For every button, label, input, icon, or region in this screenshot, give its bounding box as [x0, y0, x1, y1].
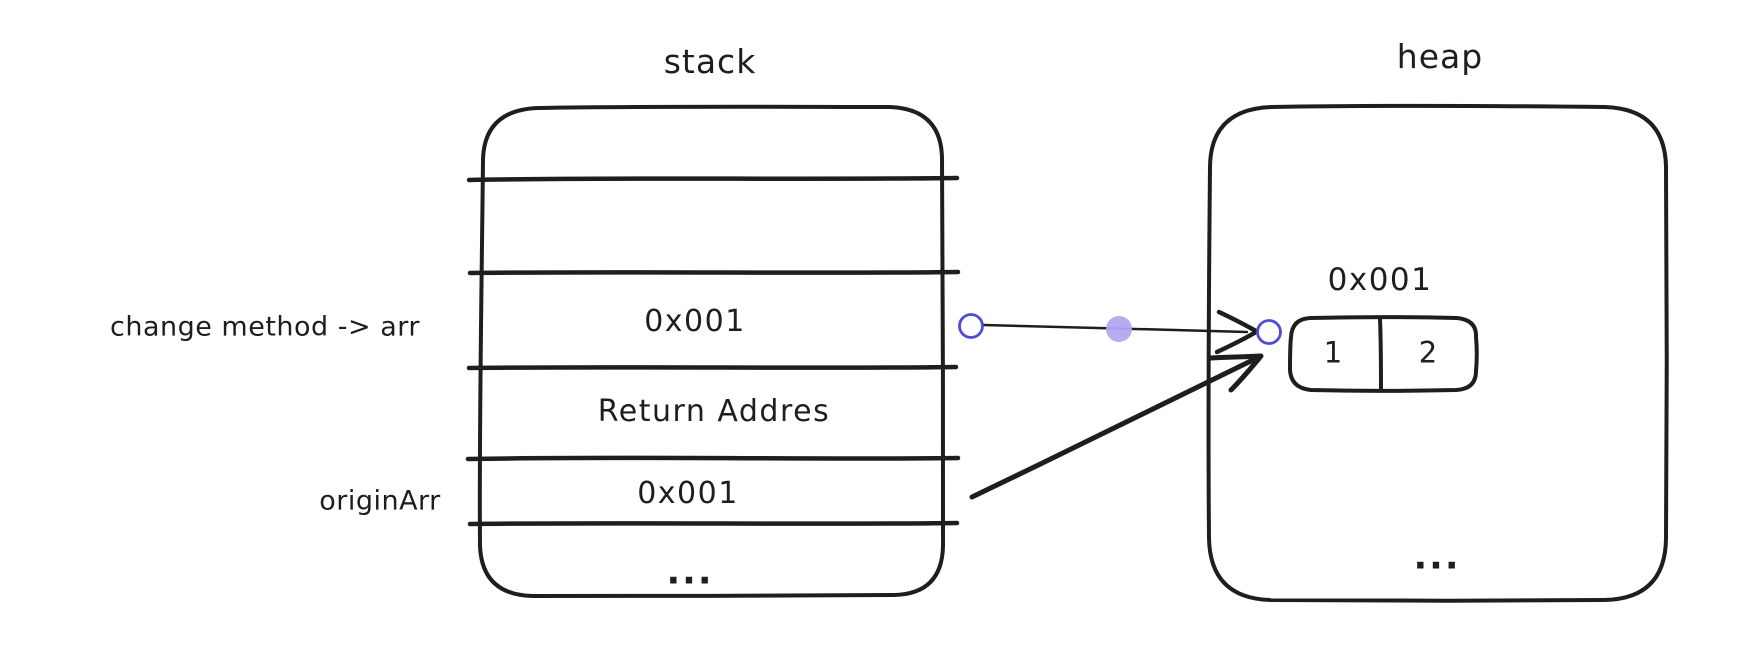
pointer-arrow-arr-head[interactable] [1214, 329, 1259, 355]
heap-ellipsis: ... [1413, 536, 1461, 578]
label-change-method-arr: change method -> arr [109, 311, 421, 343]
stack-row-originarr-value: 0x001 [637, 475, 739, 511]
stack-title: stack [663, 42, 757, 82]
stack-divider[interactable] [467, 269, 961, 276]
array-box[interactable] [1288, 315, 1479, 393]
pointer-arrow-arr-head[interactable] [1216, 309, 1259, 334]
heap-array-address: 0x001 [1327, 262, 1433, 299]
pointer-arrow-origin-head[interactable] [1228, 353, 1264, 393]
heap-frame[interactable] [1206, 103, 1669, 603]
heap-array-cell-1: 1 [1323, 335, 1343, 370]
binding-point-end[interactable] [1256, 319, 1282, 345]
midpoint-handle[interactable] [1106, 316, 1132, 342]
stack-row-return-address: Return Addres [597, 393, 831, 429]
stack-divider[interactable] [466, 175, 960, 183]
stack-divider[interactable] [467, 520, 960, 527]
heap-title: heap [1396, 37, 1484, 77]
label-origin-arr: originArr [319, 485, 441, 517]
stack-row-arr-value: 0x001 [644, 303, 746, 339]
heap-array-cell-2: 2 [1418, 335, 1438, 370]
pointer-arrow-origin[interactable] [969, 354, 1262, 500]
stack-frame[interactable] [477, 104, 945, 598]
array-divider[interactable] [1378, 317, 1383, 391]
stack-divider[interactable] [465, 455, 961, 462]
stack-ellipsis: ... [666, 551, 714, 593]
stack-divider[interactable] [466, 364, 959, 371]
binding-point-start[interactable] [958, 313, 984, 339]
pointer-arrow-origin-head[interactable] [1208, 353, 1263, 361]
